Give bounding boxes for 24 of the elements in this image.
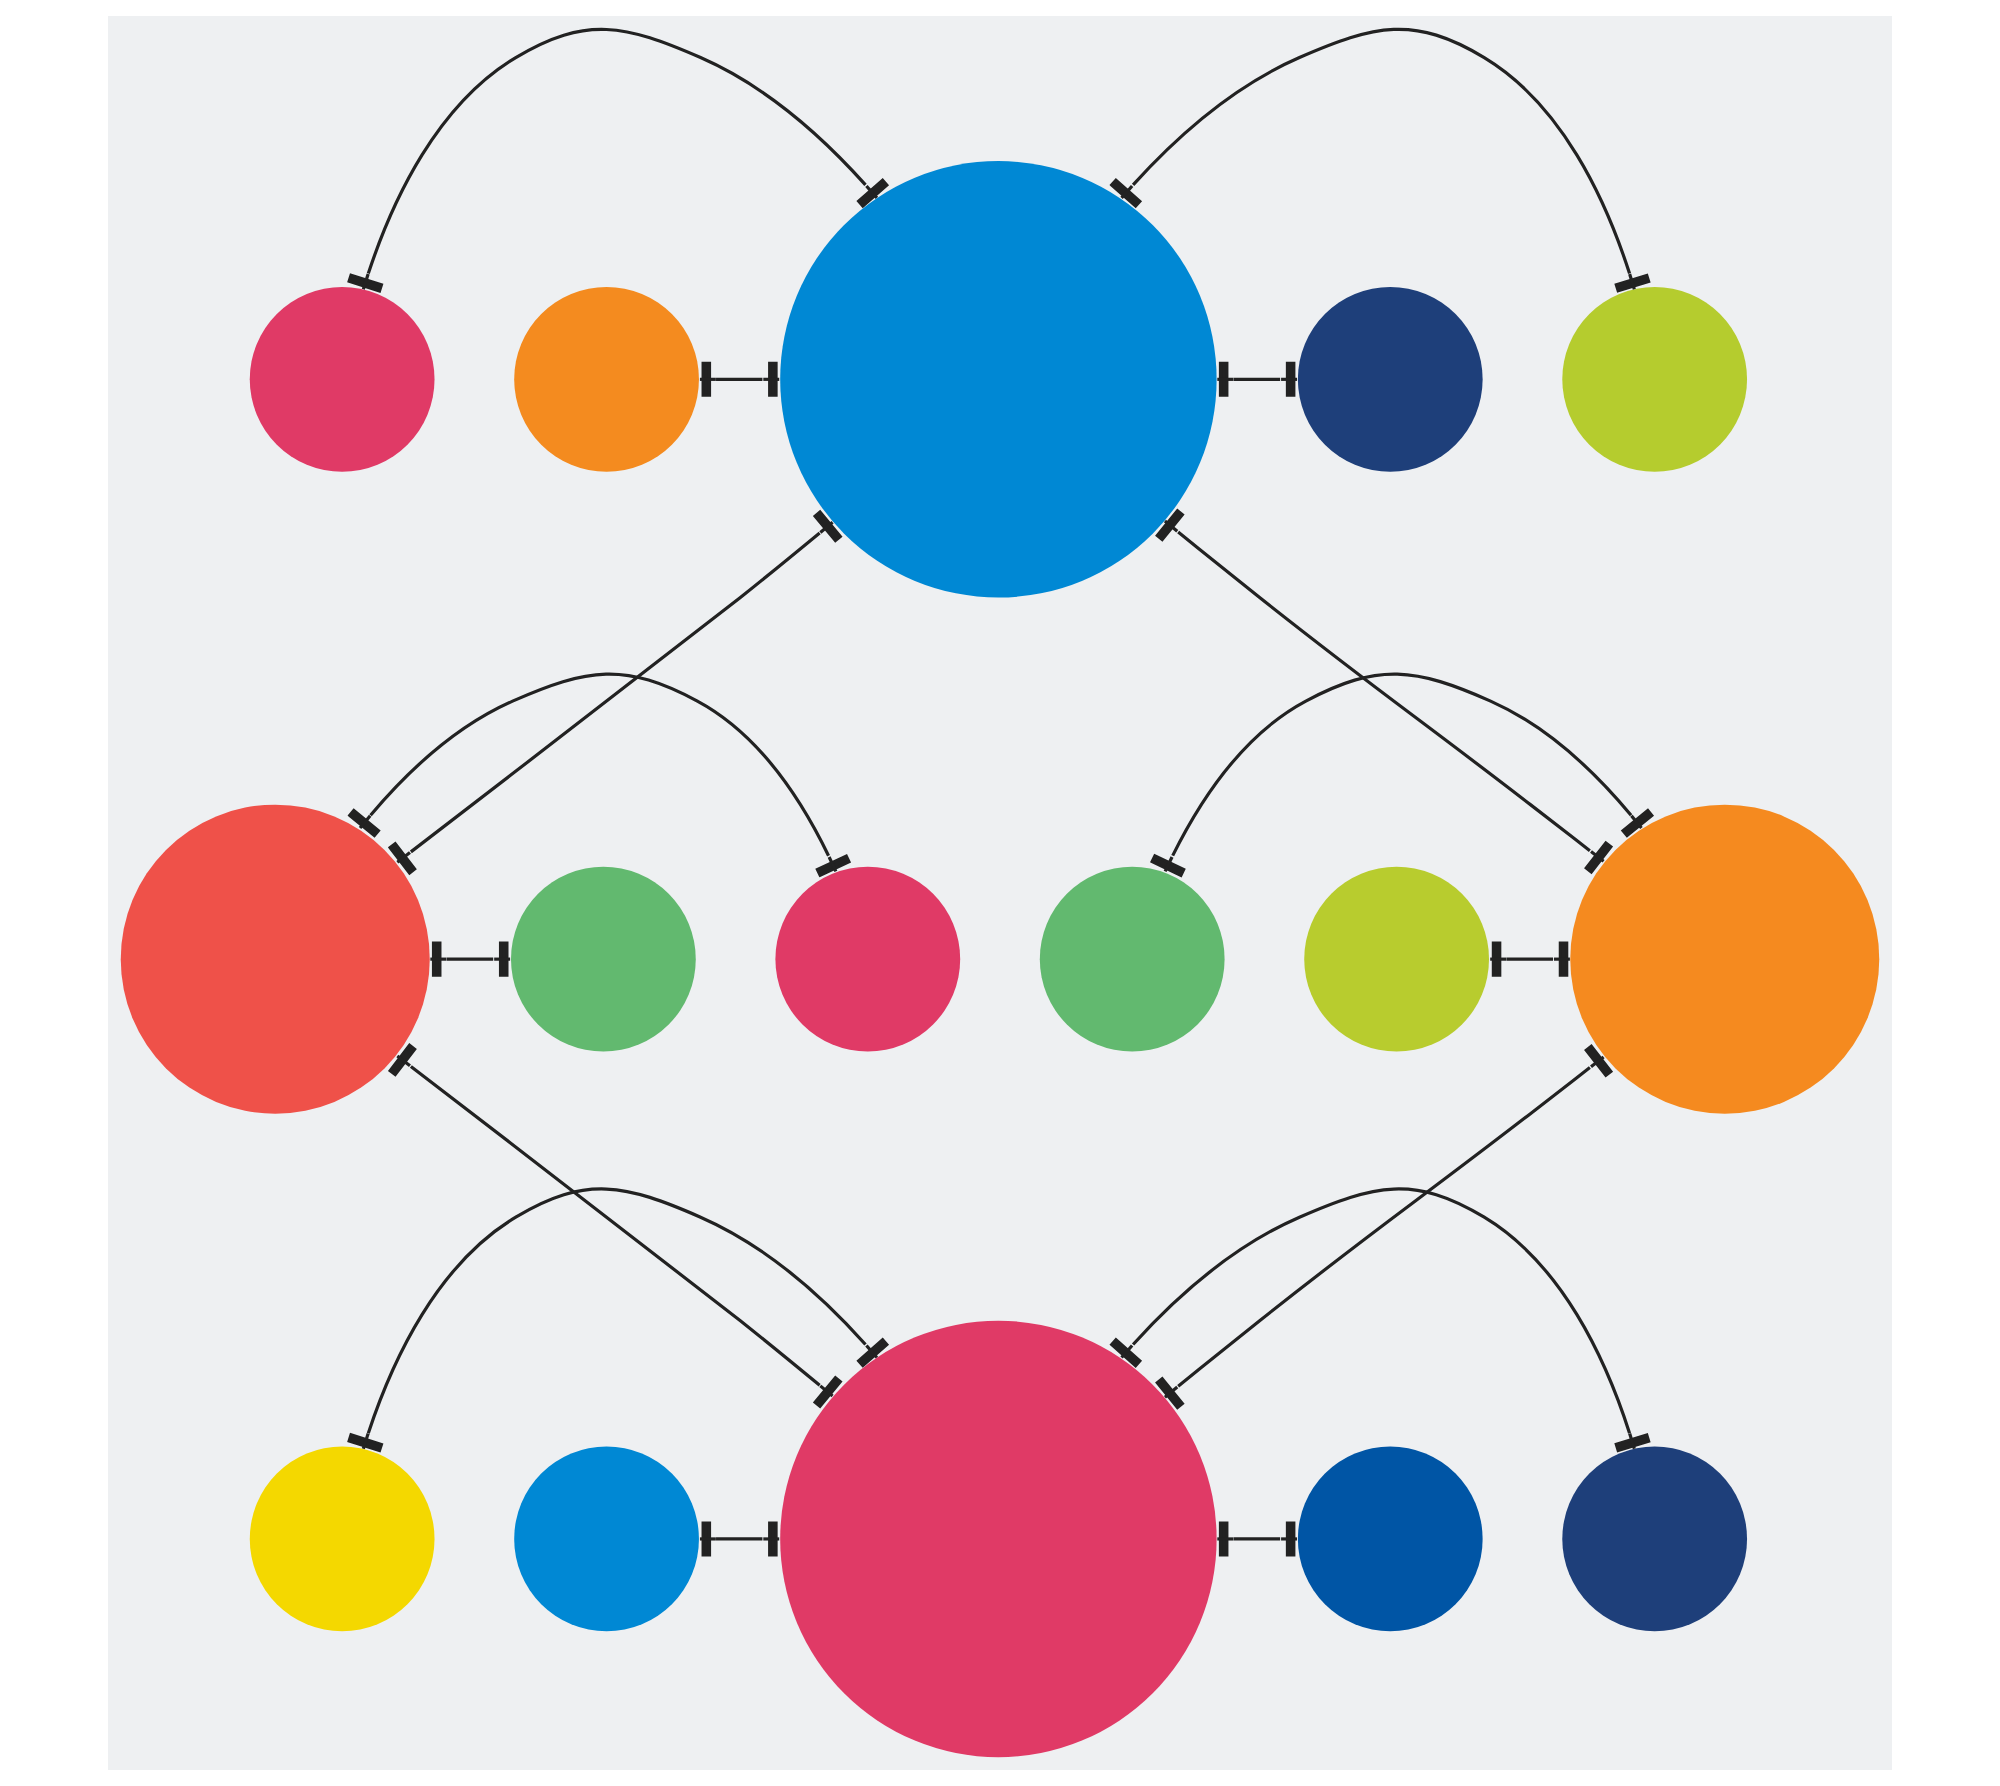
node-circle (1039, 866, 1225, 1052)
node-circle (1562, 286, 1748, 472)
node-circle (511, 866, 696, 1052)
node-circle (1297, 1446, 1483, 1632)
connector (347, 27, 890, 293)
connector (1155, 508, 1614, 875)
node-circle (514, 1446, 699, 1632)
connector (347, 1187, 890, 1453)
connector (347, 672, 852, 878)
node-circle (249, 286, 435, 472)
connector (387, 1043, 843, 1409)
node-circle (1562, 1446, 1748, 1632)
node-circle (514, 286, 699, 472)
node-circle (780, 161, 1217, 598)
node-circle (1304, 866, 1489, 1052)
connector (1150, 672, 1655, 878)
connector (387, 509, 843, 876)
node-circle (249, 1446, 435, 1632)
node-circle (1297, 286, 1483, 472)
node-circle (780, 1320, 1217, 1758)
connector (1109, 1187, 1651, 1453)
connector (1155, 1044, 1614, 1410)
connector (1109, 27, 1651, 293)
node-circle (775, 866, 961, 1052)
